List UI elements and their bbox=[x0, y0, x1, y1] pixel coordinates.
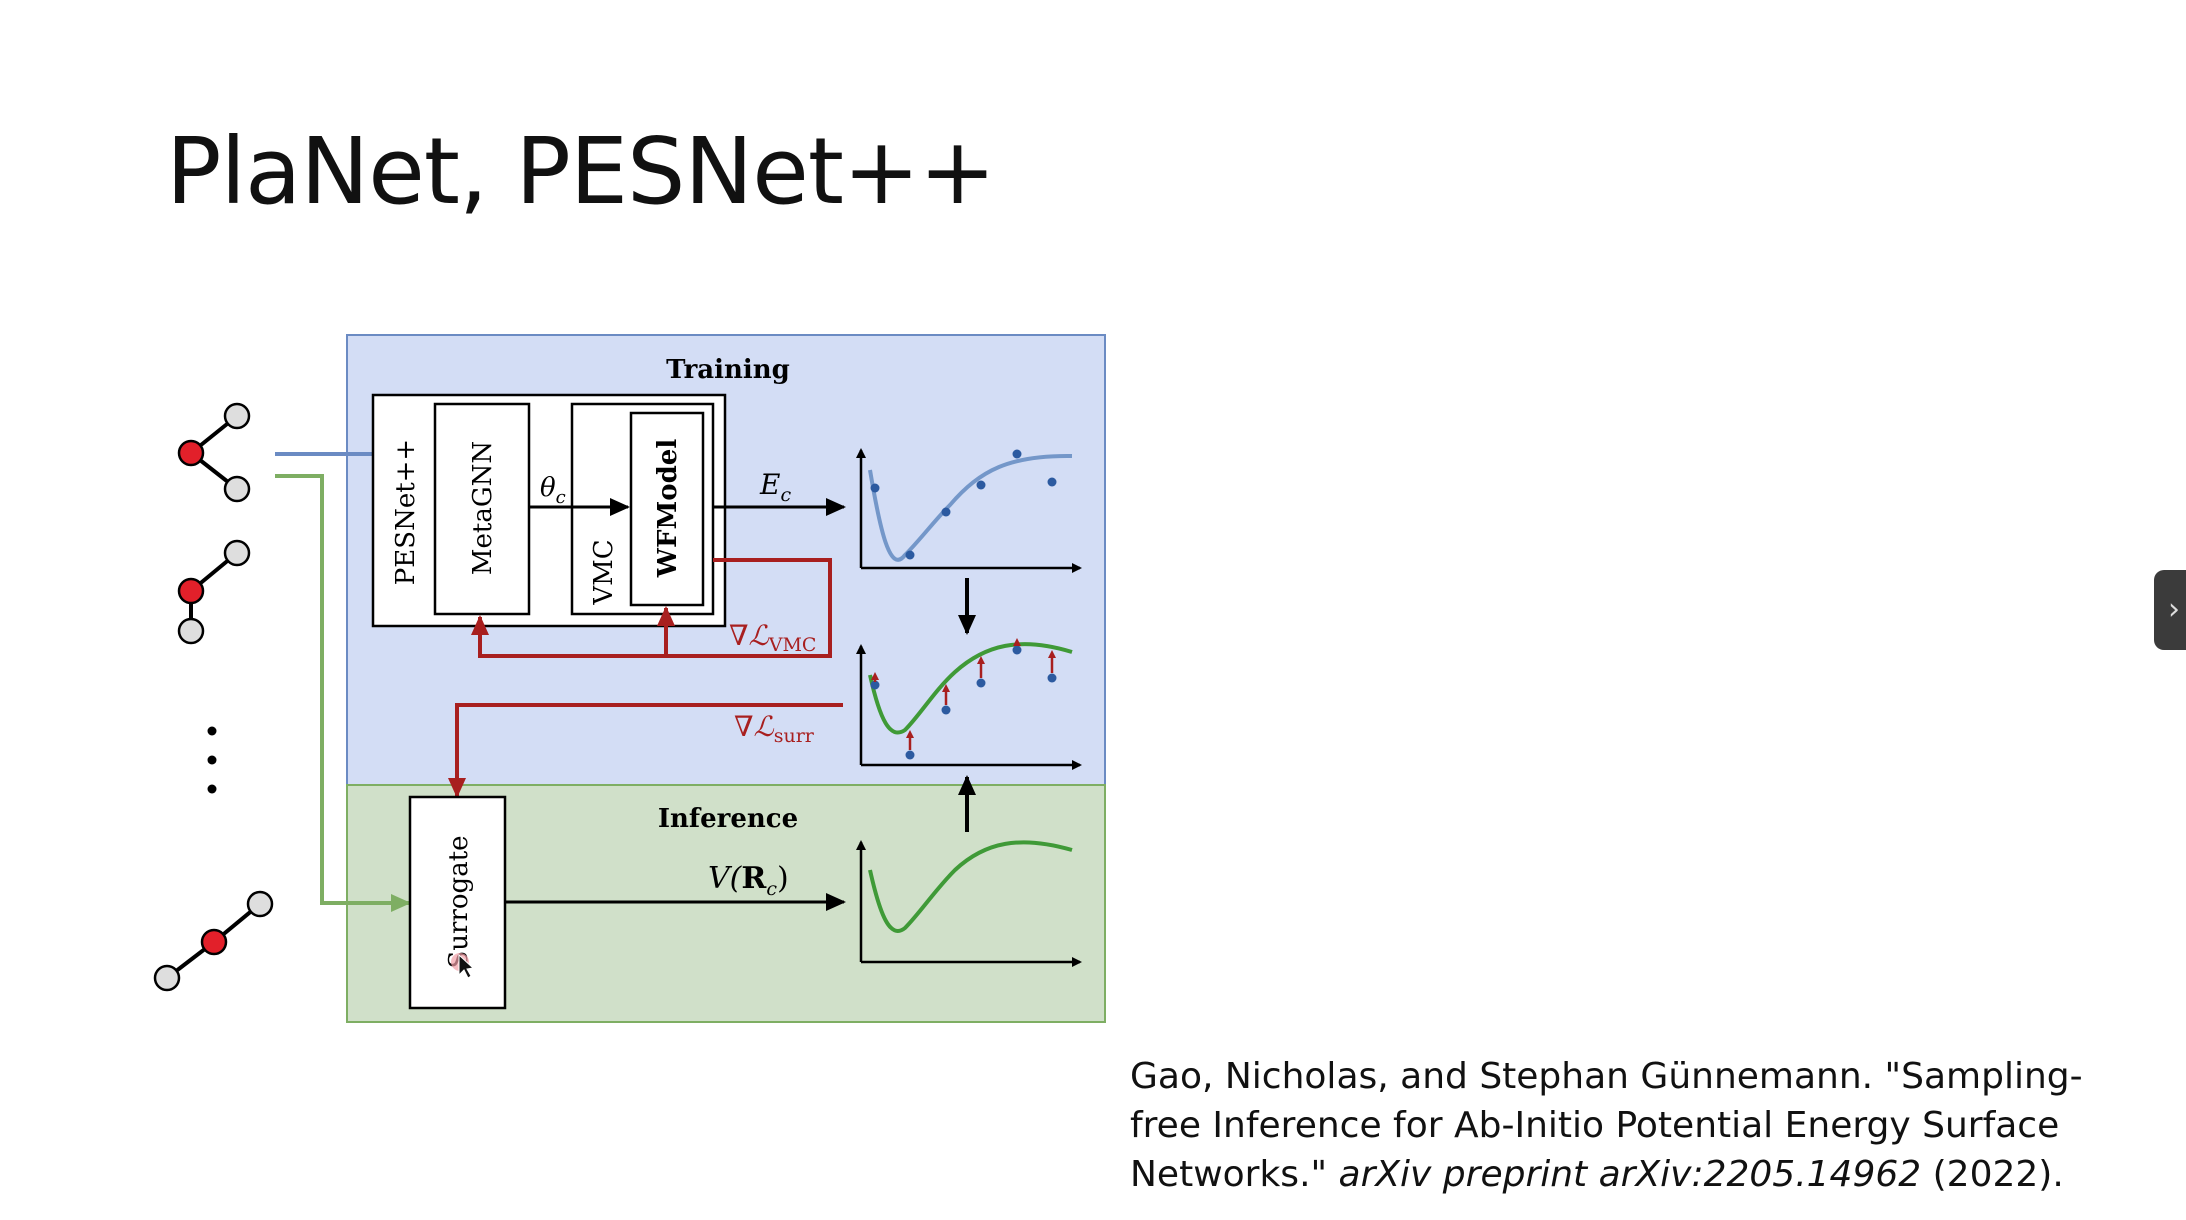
citation: Gao, Nicholas, and Stephan Günnemann. "S… bbox=[1130, 1052, 2130, 1199]
surrogate-gradient-arrow bbox=[448, 703, 843, 798]
wfmodel-label: WFModel bbox=[653, 439, 683, 579]
citation-year: (2022). bbox=[1921, 1154, 2064, 1195]
training-label: Training bbox=[666, 355, 790, 385]
inference-label: Inference bbox=[658, 804, 798, 834]
theta-label: θc bbox=[540, 473, 566, 508]
vmc-label: VMC bbox=[589, 539, 619, 605]
mouse-cursor bbox=[451, 953, 475, 979]
inference-plot bbox=[856, 840, 1082, 967]
surrogate-gradient-label: ∇ℒsurr bbox=[734, 710, 815, 747]
pesnet-label: PESNet++ bbox=[391, 439, 421, 585]
vmc-gradient-label: ∇ℒVMC bbox=[729, 619, 816, 656]
fitting-plot bbox=[856, 638, 1082, 770]
citation-authors: Gao, Nicholas, and Stephan Günnemann. "S… bbox=[1130, 1056, 2083, 1195]
metagnn-box bbox=[433, 402, 531, 616]
energy-curve bbox=[868, 453, 1073, 562]
citation-venue: arXiv preprint arXiv:2205.14962 bbox=[1338, 1154, 1922, 1195]
wfmodel-box bbox=[629, 411, 705, 607]
molecule-1 bbox=[177, 402, 251, 503]
potential-label: V(Rc) bbox=[708, 861, 789, 900]
surrogate-label: Surrogate bbox=[444, 835, 474, 968]
molecule-2 bbox=[177, 539, 251, 645]
vmc-gradient-loop bbox=[471, 558, 832, 658]
energy-plot bbox=[856, 448, 1082, 573]
vertical-ellipsis bbox=[207, 726, 217, 794]
surrogate-box bbox=[408, 795, 507, 1010]
slide-title: PlaNet, PESNet++ bbox=[166, 118, 996, 225]
panel-toggle-chevron-icon[interactable]: › bbox=[2154, 570, 2186, 650]
metagnn-label: MetaGNN bbox=[468, 441, 498, 575]
energy-label: Ec bbox=[759, 468, 791, 506]
molecule-3 bbox=[153, 890, 274, 992]
inference-curve bbox=[868, 840, 1073, 933]
green-input-arrow bbox=[275, 474, 411, 912]
